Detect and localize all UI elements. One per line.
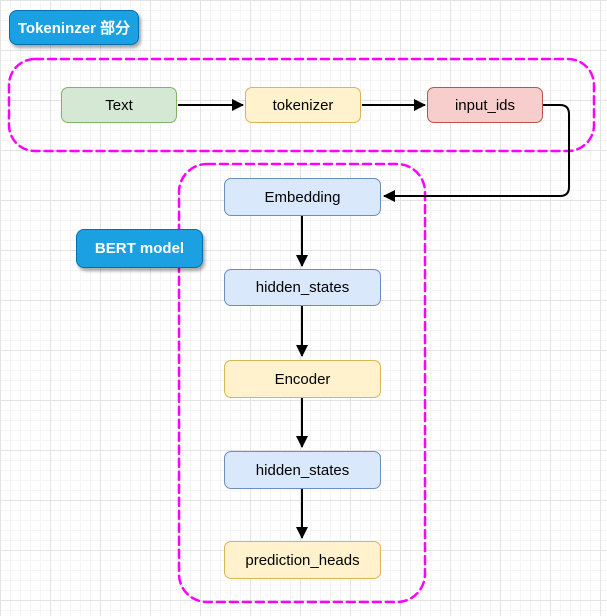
node-tokenizer[interactable]: tokenizer xyxy=(245,87,361,123)
node-prediction-heads-label: prediction_heads xyxy=(245,551,360,569)
node-hidden-states-2-label: hidden_states xyxy=(255,461,350,479)
node-hidden-states-2[interactable]: hidden_states xyxy=(224,451,381,489)
edge-input-ids-to-embedding[interactable] xyxy=(383,104,570,202)
tokenizer-group-boundary[interactable] xyxy=(7,57,596,153)
node-encoder-label: Encoder xyxy=(274,370,331,388)
node-input-ids-label: input_ids xyxy=(454,96,516,114)
node-text-label: Text xyxy=(105,96,133,114)
node-prediction-heads[interactable]: prediction_heads xyxy=(224,541,381,579)
label-tokenizer-section-text: Tokeninzer 部分 xyxy=(17,20,131,37)
node-text[interactable]: Text xyxy=(61,87,177,123)
node-encoder[interactable]: Encoder xyxy=(224,360,381,398)
node-input-ids[interactable]: input_ids xyxy=(427,87,543,123)
label-bert-model[interactable]: BERT model xyxy=(76,229,203,268)
node-hidden-states-1-label: hidden_states xyxy=(255,279,350,296)
label-tokenizer-section[interactable]: Tokeninzer 部分 xyxy=(9,10,139,45)
bert-group-boundary[interactable] xyxy=(177,162,427,604)
node-tokenizer-label: tokenizer xyxy=(272,96,334,114)
label-bert-model-text: BERT model xyxy=(94,240,185,257)
node-embedding[interactable]: Embedding xyxy=(224,178,381,216)
node-embedding-label: Embedding xyxy=(264,188,341,206)
node-hidden-states-1[interactable]: hidden_states xyxy=(224,269,381,306)
